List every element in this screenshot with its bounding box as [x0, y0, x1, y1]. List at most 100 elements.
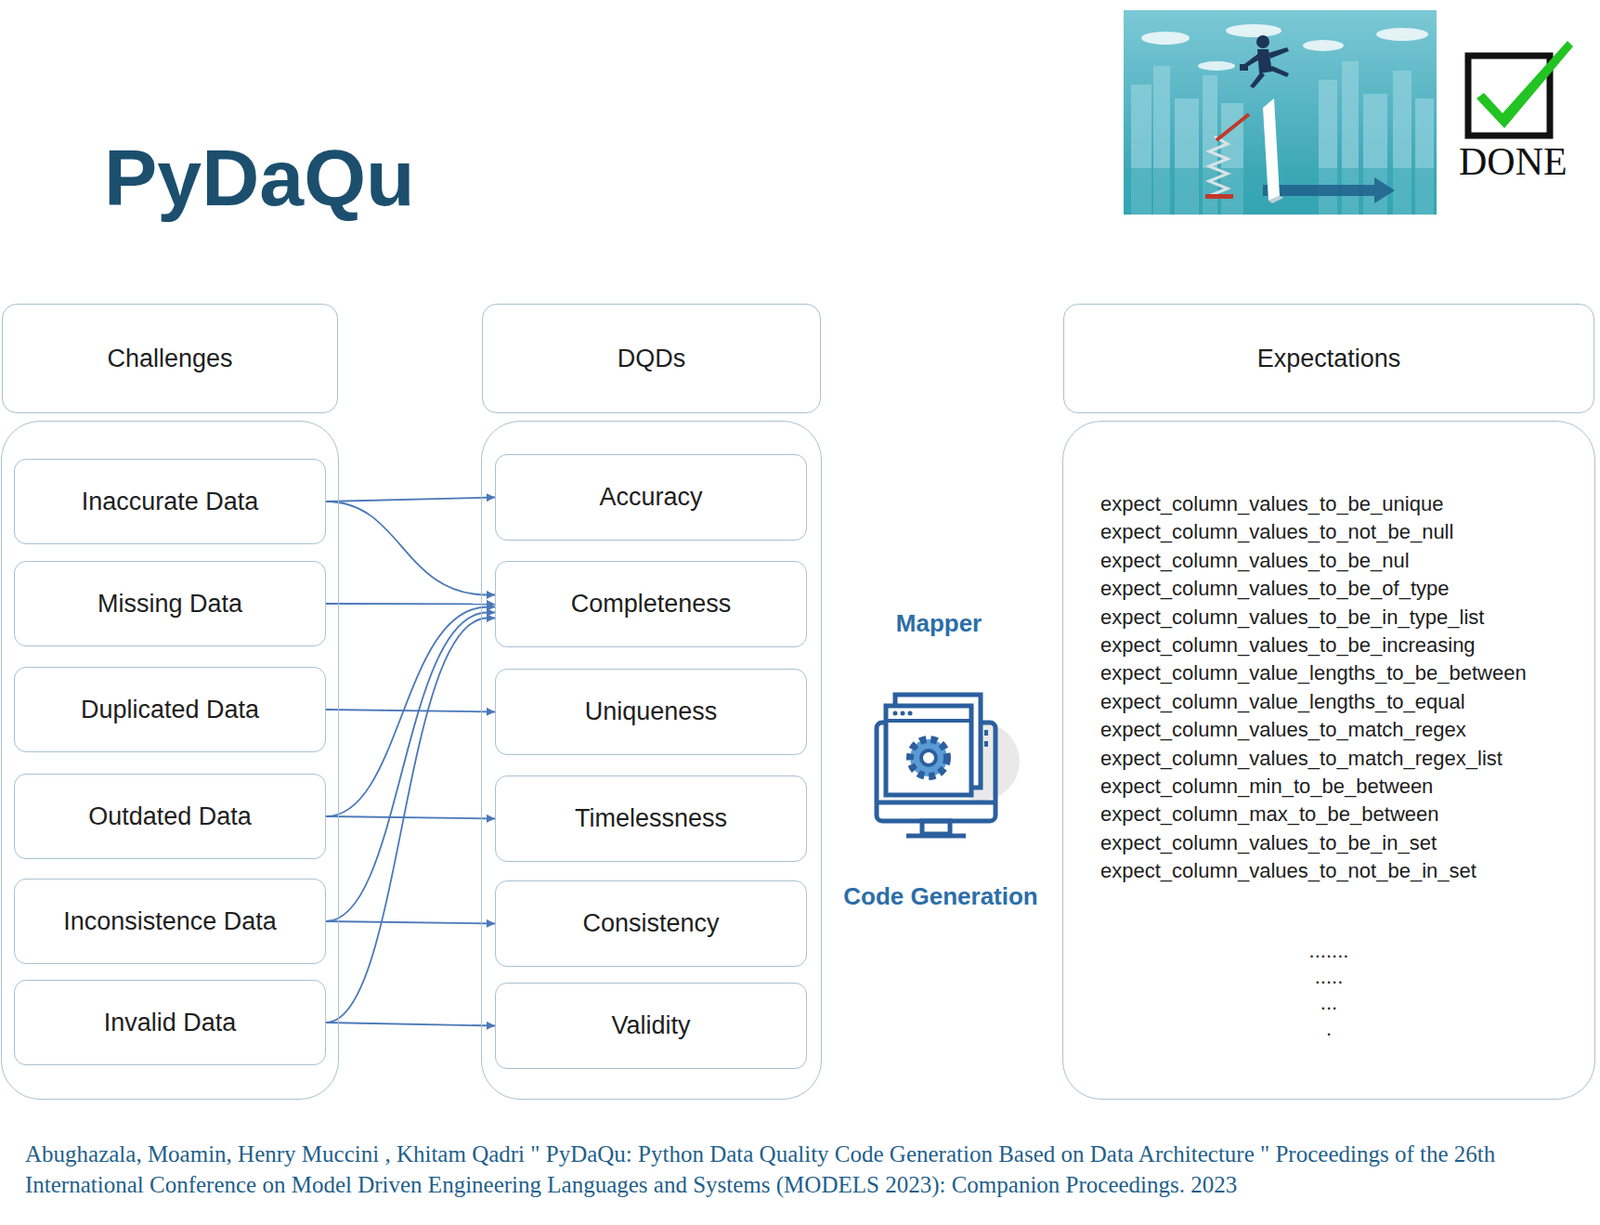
- expectation-name: expect_column_value_lengths_to_equal: [1100, 688, 1527, 716]
- done-checkbox: [1457, 27, 1588, 149]
- ellipsis-list: ................: [1063, 937, 1595, 1042]
- ellipsis-mark: ...: [1063, 989, 1595, 1016]
- dimension-box: Consistency: [494, 880, 807, 967]
- column-header: DQDs: [481, 303, 821, 414]
- done-checkbox-part: [1476, 40, 1574, 129]
- mapping-arrow: [325, 709, 495, 713]
- jump-illustration-part: [1197, 61, 1236, 71]
- code-generation-icon-part: [922, 820, 950, 834]
- challenge-box: Inconsistence Data: [13, 878, 326, 964]
- challenge-box: Duplicated Data: [13, 666, 326, 753]
- column-container: DQDsAccuracyCompletenessUniquenessTimele…: [481, 420, 822, 1100]
- mapping-arrow: [325, 501, 495, 596]
- expectation-name: expect_column_values_to_be_in_type_list: [1100, 603, 1527, 632]
- jump-illustration-part: [1262, 98, 1280, 201]
- done-text: DONE: [1458, 139, 1568, 184]
- jump-illustration-part: [1268, 195, 1284, 204]
- box-text: Duplicated Data: [80, 695, 260, 725]
- box-text: Inconsistence Data: [63, 907, 277, 937]
- box-text: Inaccurate Data: [81, 487, 260, 517]
- jump-illustration-part: [1141, 31, 1190, 45]
- code-generation-label: Code Generation: [843, 882, 1038, 911]
- jump-illustration-part: [1268, 47, 1289, 59]
- dimension-box: Uniqueness: [494, 668, 807, 755]
- mapper-label: Mapper: [896, 609, 982, 638]
- jump-illustration-part: [1205, 194, 1234, 199]
- mapping-arrow: [325, 607, 495, 818]
- box-text: Outdated Data: [88, 802, 252, 832]
- mapping-arrow: [325, 497, 495, 503]
- mapping-arrow: [325, 1022, 495, 1027]
- column-container: ChallengesInaccurate DataMissing DataDup…: [0, 420, 339, 1100]
- box-text: Validity: [611, 1011, 690, 1041]
- challenge-box: Outdated Data: [13, 773, 326, 859]
- box-text: Uniqueness: [585, 697, 718, 727]
- ellipsis-mark: .......: [1063, 937, 1595, 964]
- expectation-name: expect_column_values_to_not_be_in_set: [1100, 857, 1527, 885]
- code-generation-icon-part: [900, 711, 906, 716]
- column-header: Challenges: [1, 303, 339, 414]
- mapping-arrow: [325, 618, 495, 1024]
- dimension-box: Accuracy: [494, 454, 807, 541]
- dimension-box: Validity: [494, 982, 807, 1069]
- jump-illustration-part: [1123, 168, 1437, 215]
- jump-illustration-part: [1302, 39, 1344, 52]
- jump-illustration-part: [1225, 24, 1282, 38]
- expectations-container: Expectationsexpect_column_values_to_be_u…: [1062, 420, 1596, 1100]
- expectation-name: expect_column_values_to_be_in_set: [1100, 829, 1527, 858]
- challenge-box: Missing Data: [13, 560, 326, 647]
- mapping-arrow: [325, 816, 495, 820]
- code-generation-icon-part: [908, 711, 913, 716]
- header-text: Expectations: [1257, 344, 1402, 374]
- jump-illustration-part: [1256, 35, 1270, 49]
- header-text: DQDs: [617, 344, 687, 374]
- expectation-name: expect_column_values_to_not_be_null: [1100, 518, 1527, 547]
- box-text: Missing Data: [97, 589, 243, 619]
- code-generation-icon-part: [921, 750, 937, 766]
- box-text: Timelessness: [574, 804, 728, 833]
- dimension-box: Completeness: [494, 560, 807, 648]
- jump-illustration-part: [1268, 65, 1289, 78]
- expectation-name: expect_column_values_to_match_regex_list: [1100, 744, 1527, 773]
- expectation-name: expect_column_max_to_be_between: [1100, 800, 1527, 829]
- expectation-name: expect_column_values_to_be_increasing: [1100, 631, 1527, 660]
- jump-illustration-part: [1209, 136, 1228, 196]
- jump-illustration-part: [1216, 114, 1249, 141]
- challenge-box: Invalid Data: [13, 979, 326, 1066]
- diagram-title: PyDaQu: [104, 131, 416, 224]
- column-header: Expectations: [1063, 303, 1595, 414]
- jump-illustration: [1123, 10, 1437, 215]
- code-generation-icon-part: [984, 741, 989, 747]
- ellipsis-mark: .: [1063, 1015, 1595, 1042]
- box-text: Accuracy: [598, 482, 703, 512]
- jump-illustration-part: [1262, 177, 1395, 204]
- code-generation-icon-part: [910, 739, 948, 777]
- code-generation-icon-part: [885, 705, 972, 795]
- expectation-name: expect_column_value_lengths_to_be_betwee…: [1100, 659, 1527, 688]
- box-text: Consistency: [582, 909, 719, 938]
- box-text: Invalid Data: [104, 1008, 237, 1038]
- box-text: Completeness: [571, 589, 732, 619]
- code-generation-icon-part: [893, 711, 898, 716]
- mapping-arrow: [325, 921, 495, 924]
- jump-illustration-part: [1239, 64, 1249, 71]
- jump-illustration-part: [1249, 71, 1265, 89]
- jump-illustration-part: [1239, 35, 1289, 89]
- code-generation-icon-part: [906, 833, 966, 839]
- expectation-list: expect_column_values_to_be_uniqueexpect_…: [1100, 490, 1527, 886]
- code-generation-icon-part: [885, 718, 972, 723]
- code-generation-icon: [871, 687, 1029, 850]
- code-generation-icon-part: [876, 800, 996, 806]
- jump-illustration-part: [1123, 10, 1437, 215]
- code-generation-icon-part: [984, 729, 989, 736]
- dimension-box: Timelessness: [494, 775, 807, 862]
- header-text: Challenges: [106, 344, 233, 374]
- challenge-box: Inaccurate Data: [13, 458, 326, 545]
- citation-caption: Abughazala, Moamin, Henry Muccini , Khit…: [25, 1138, 1567, 1200]
- expectation-name: expect_column_min_to_be_between: [1100, 772, 1527, 801]
- expectation-name: expect_column_values_to_be_nul: [1100, 546, 1527, 575]
- mapping-arrow: [325, 612, 495, 923]
- expectation-name: expect_column_values_to_match_regex: [1100, 715, 1527, 744]
- mapping-arrow: [325, 602, 495, 605]
